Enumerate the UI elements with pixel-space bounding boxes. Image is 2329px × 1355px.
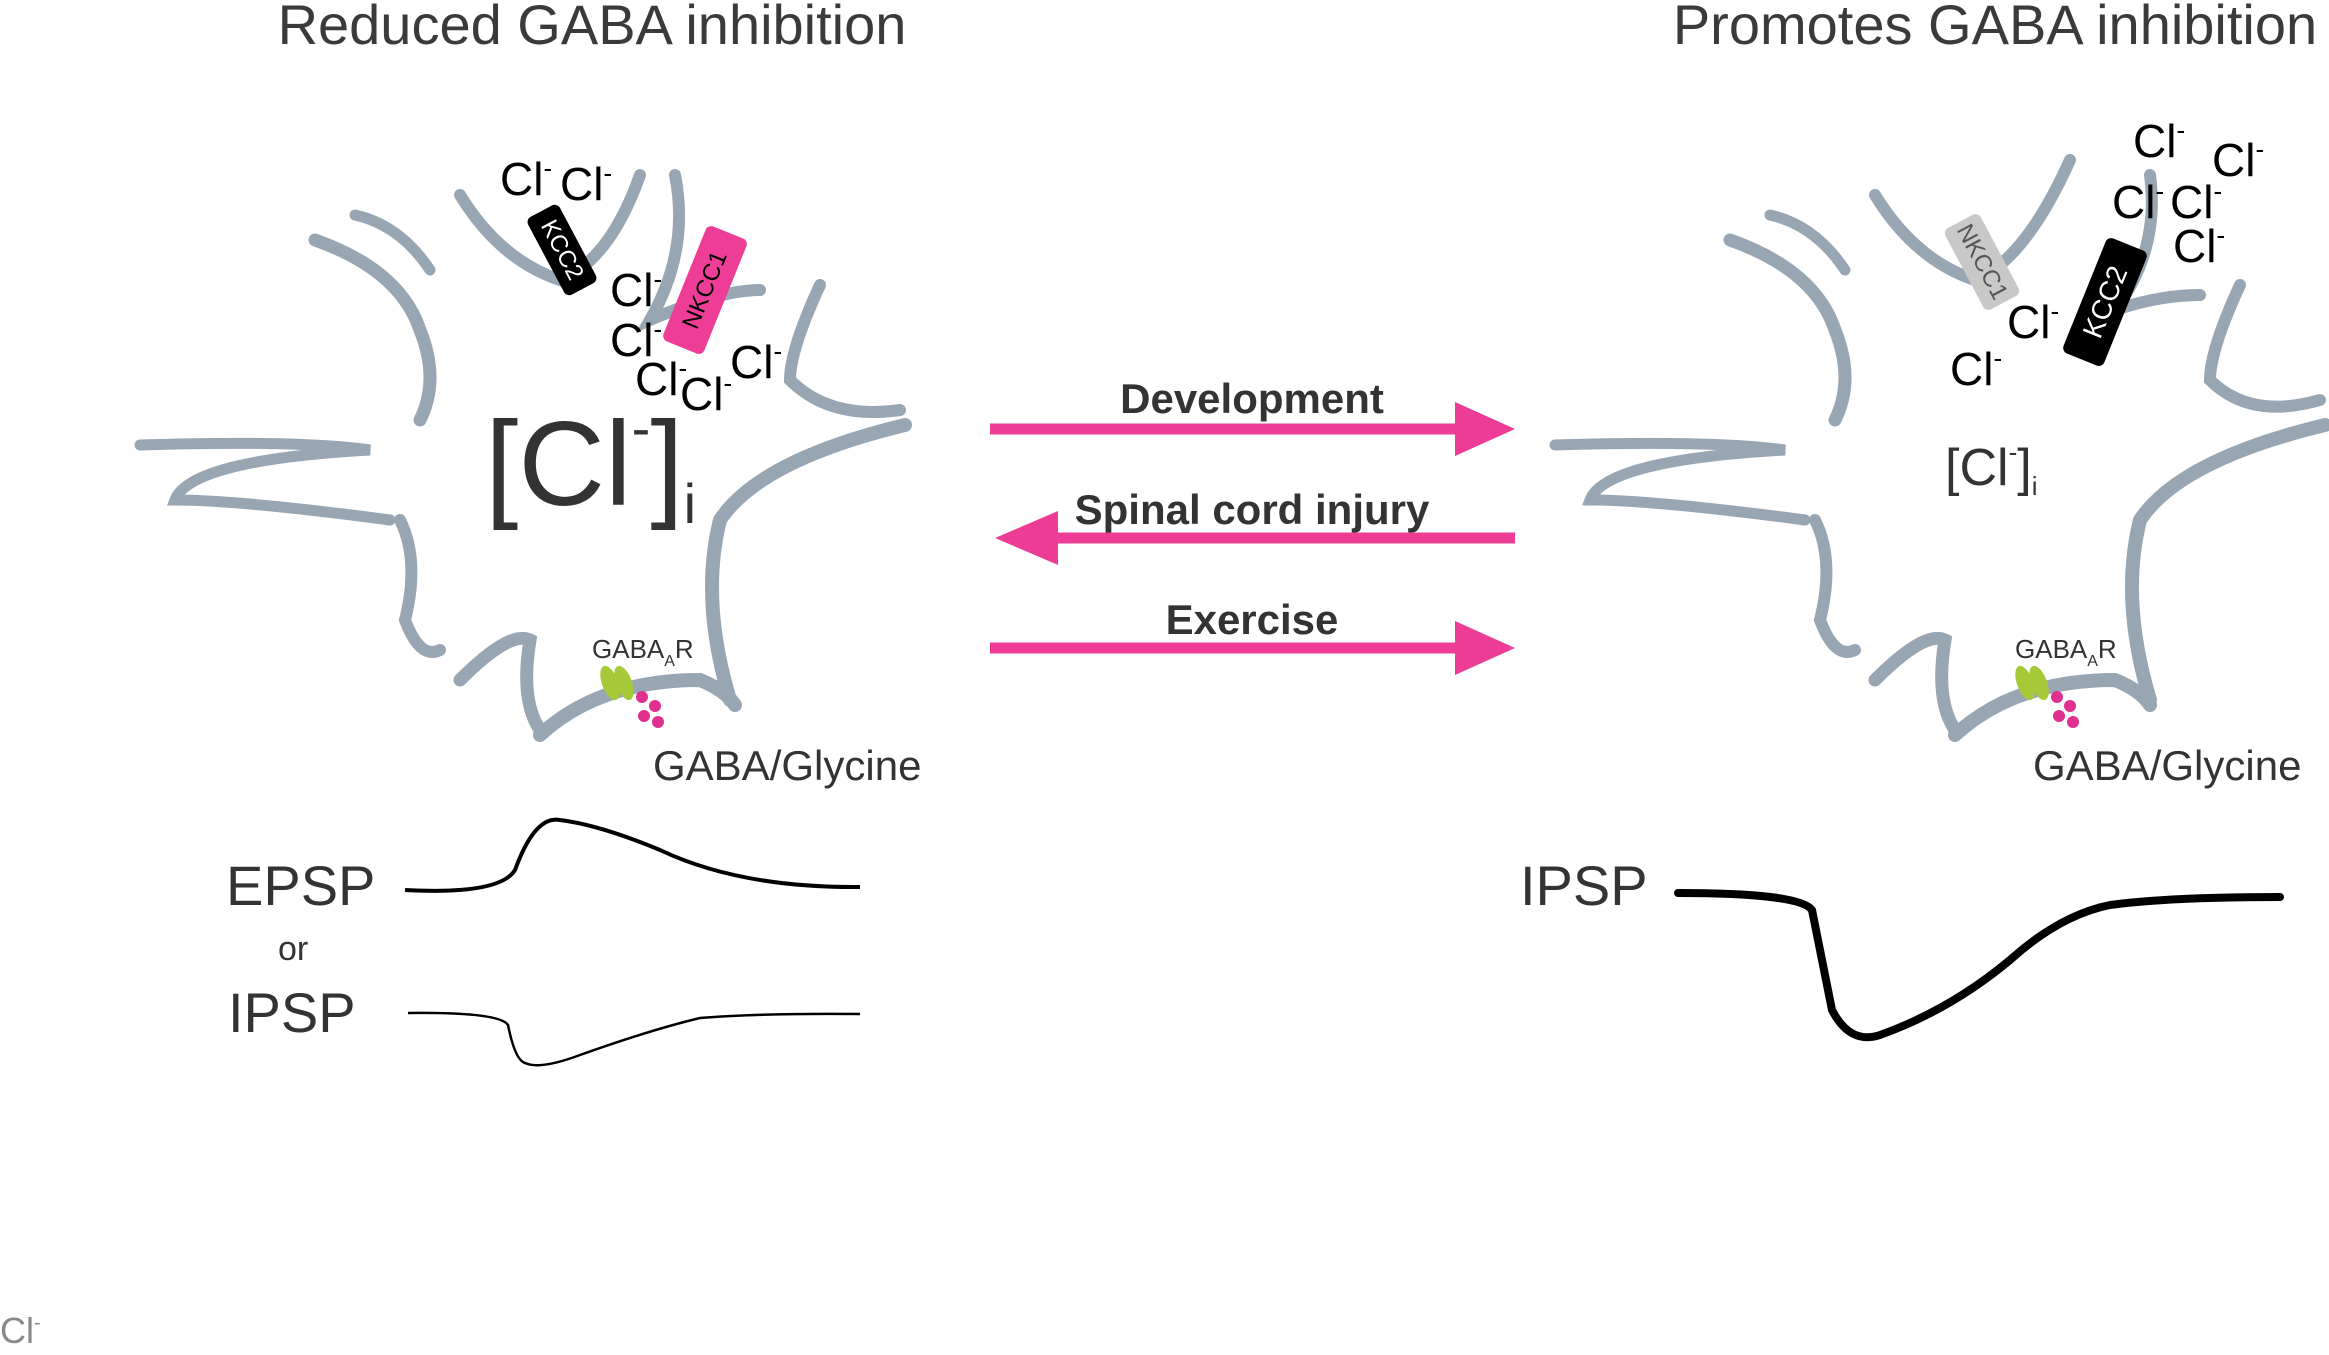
right-panel-title: Promotes GABA inhibition	[1673, 0, 2317, 56]
left-membrane-right-lower	[705, 418, 912, 707]
right-membrane-synapse	[1948, 672, 2157, 742]
left-transmitter-label: GABA/Glycine	[653, 742, 921, 789]
left-trace-connector: or	[278, 930, 308, 968]
arrow-spinal-cord-injury-label: Spinal cord injury	[1075, 486, 1430, 533]
left-panel-title: Reduced GABA inhibition	[278, 0, 907, 56]
right-gaba-a-receptor	[2015, 665, 2049, 701]
right-membrane-bottom-process	[1868, 631, 1962, 737]
left-cl-ion: Cl-	[610, 314, 662, 366]
left-membrane-left-process	[134, 437, 396, 526]
right-cl-ion: Cl-	[2112, 176, 2164, 228]
right-membrane-lower-left	[1809, 514, 1861, 658]
right-ipsp-trace	[1674, 889, 2284, 1042]
left-gaba-a-receptor	[600, 665, 634, 701]
left-membrane-bottom-process	[453, 631, 547, 737]
left-cl-ion: Cl-	[635, 353, 687, 405]
left-membrane-top-right-process	[635, 169, 766, 333]
right-membrane-right-upper	[2203, 279, 2326, 413]
left-cl-ion: Cl-	[680, 368, 732, 420]
left-receptor-label: GABAAR	[592, 634, 694, 670]
footnote-chloride-symbol: Cl-	[0, 1310, 41, 1350]
left-membrane-lower-left	[394, 514, 446, 658]
right-cl-ion: Cl-	[1950, 343, 2002, 395]
right-membrane-upper-left-process	[1723, 233, 1852, 427]
left-membrane-upper-left-small	[349, 209, 436, 276]
left-membrane-upper-left-process	[308, 233, 437, 427]
right-chloride-ions: Cl- Cl- Cl- Cl- Cl- Cl- Cl-	[1950, 115, 2264, 395]
right-cl-ion: Cl-	[2173, 220, 2225, 272]
arrow-exercise	[990, 621, 1515, 675]
left-transmitter-vesicles	[636, 691, 664, 728]
arrow-development	[990, 402, 1515, 456]
right-intracellular-chloride: [Cl-]i	[1945, 437, 2037, 501]
left-cl-ion: Cl-	[730, 336, 782, 388]
arrow-development-label: Development	[1120, 375, 1384, 422]
left-cl-ion: Cl-	[610, 264, 662, 316]
right-membrane-upper-left-small	[1764, 209, 1851, 276]
right-membrane-left-process	[1549, 437, 1811, 526]
left-membrane-right-upper	[783, 279, 906, 418]
left-chloride-ions: Cl- Cl- Cl- Cl- Cl- Cl- Cl-	[500, 153, 782, 420]
right-cl-ion: Cl-	[2170, 176, 2222, 228]
right-transmitter-vesicles	[2051, 691, 2079, 728]
left-membrane-synapse	[533, 672, 742, 742]
right-cl-ion: Cl-	[2133, 115, 2185, 167]
right-transmitter-label: GABA/Glycine	[2033, 742, 2301, 789]
right-neuron	[1549, 154, 2329, 742]
right-membrane-right-lower	[2125, 418, 2329, 707]
left-ipsp-trace	[407, 1011, 861, 1067]
left-trace-label-epsp: EPSP	[226, 854, 375, 917]
left-cl-ion: Cl-	[560, 158, 612, 210]
left-kcc2-transporter: KCC2	[527, 204, 597, 296]
right-cl-ion: Cl-	[2212, 134, 2264, 186]
left-trace-label-ipsp: IPSP	[228, 981, 356, 1044]
right-cl-ion: Cl-	[2007, 296, 2059, 348]
right-trace-label-ipsp: IPSP	[1520, 854, 1648, 917]
arrow-spinal-cord-injury	[995, 511, 1515, 565]
left-intracellular-chloride: [Cl-]i	[485, 396, 696, 535]
left-cl-ion: Cl-	[500, 153, 552, 205]
right-receptor-label: GABAAR	[2015, 634, 2117, 670]
arrow-exercise-label: Exercise	[1166, 596, 1339, 643]
left-epsp-trace	[404, 817, 861, 893]
